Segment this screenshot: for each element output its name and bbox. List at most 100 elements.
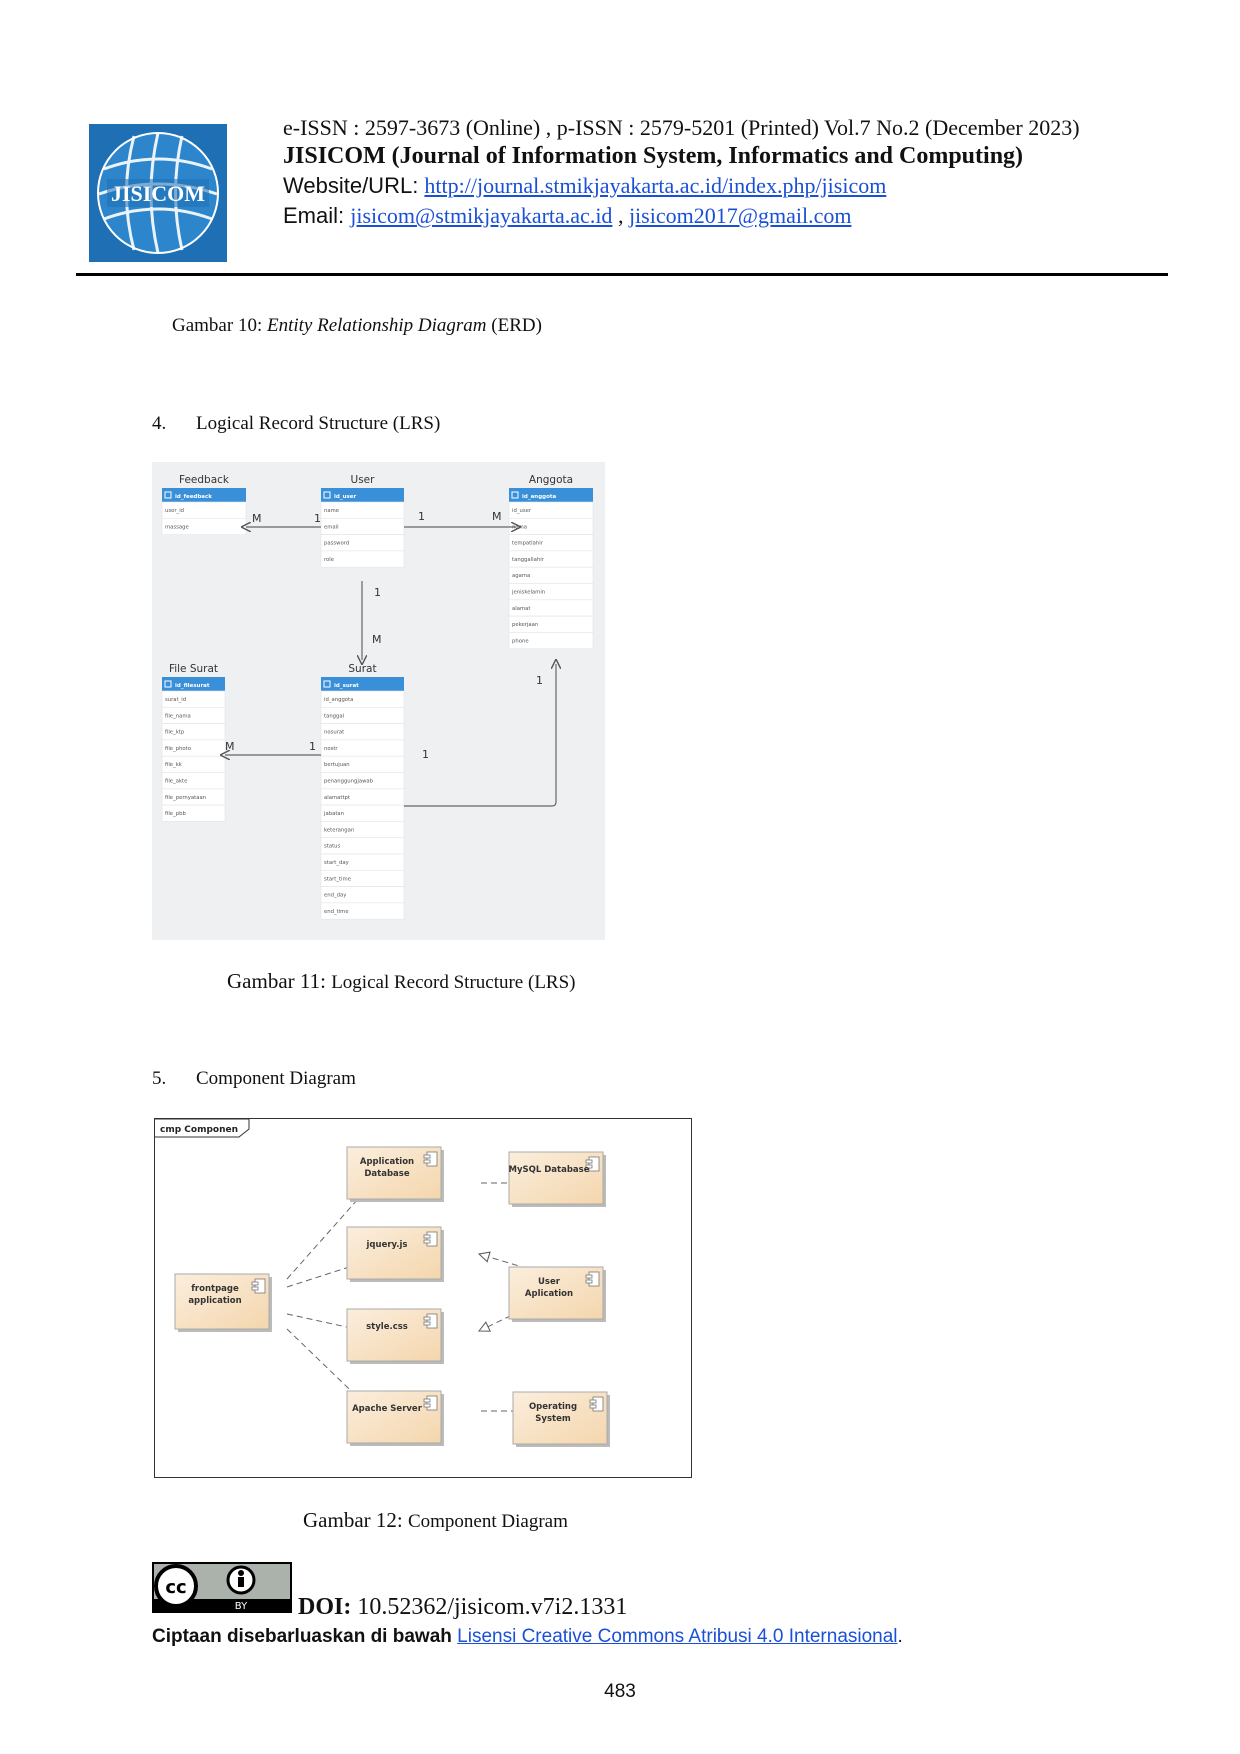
lrs-field-row [508, 632, 594, 649]
fig11-prefix: Gambar 11: [227, 969, 332, 993]
lrs-field: jabatan [323, 811, 344, 817]
lrs-field: jeniskelamin [511, 590, 545, 596]
lrs-key-field: id_filesurat [175, 683, 210, 689]
lrs-table-title: Anggota [529, 474, 573, 486]
lrs-field: massage [165, 524, 189, 530]
website-label: Website/URL: [283, 173, 425, 198]
component-label: jquery.js [366, 1240, 408, 1250]
email-label: Email: [283, 203, 351, 228]
email-link-1[interactable]: jisicom@stmikjayakarta.ac.id [350, 203, 613, 228]
email-link-2[interactable]: jisicom2017@gmail.com [628, 203, 852, 228]
lrs-field: end_day [324, 893, 346, 899]
cc-symbol: cc [165, 1577, 186, 1598]
journal-title: JISICOM (Journal of Information System, … [283, 143, 1024, 169]
connector-surat-anggota [404, 664, 556, 807]
component-label: Apache Server [352, 1404, 423, 1414]
component-mysql: MySQL Database [508, 1151, 606, 1207]
component-label: style.css [366, 1322, 408, 1332]
lrs-field: file_akte [165, 779, 187, 785]
lrs-field: tanggal [324, 713, 344, 719]
lrs-key-field: id_user [334, 494, 356, 500]
card-file-surat-m: M [225, 740, 235, 753]
lrs-field: status [324, 844, 341, 850]
issn-line: e-ISSN : 2597-3673 (Online) , p-ISSN : 2… [283, 115, 1080, 140]
figure-10-caption: Gambar 10: Entity Relationship Diagram (… [172, 315, 542, 337]
component-icon [423, 1313, 438, 1329]
lrs-diagram: Feedbackid_feedbackuser_idmassageUserid_… [152, 462, 605, 940]
component-style: style.css [346, 1308, 444, 1364]
lrs-table-header [509, 488, 593, 502]
lrs-field: nosurat [324, 730, 344, 736]
card-user-surat-m: M [372, 633, 382, 646]
lrs-field: email [324, 524, 339, 530]
card-feedback-user-m: M [252, 512, 262, 525]
lrs-field: penanggungjawab [324, 779, 374, 785]
lrs-field: phone [512, 638, 529, 644]
table-icon [511, 491, 519, 499]
email-line: Email: jisicom@stmikjayakarta.ac.id , ji… [283, 203, 851, 229]
lrs-field-row [320, 550, 405, 568]
lrs-field: password [324, 541, 349, 547]
lrs-field-row [320, 902, 405, 920]
lrs-field: file_ktp [165, 730, 185, 736]
email-separator: , [612, 203, 629, 228]
by-label: BY [235, 1601, 248, 1612]
lrs-field: id_user [512, 508, 532, 514]
lrs-field: role [324, 557, 334, 563]
lrs-field: pekerjaan [512, 622, 538, 628]
lrs-field: start_day [324, 860, 349, 866]
card-user-anggota-1: 1 [418, 510, 425, 523]
website-link[interactable]: http://journal.stmikjayakarta.ac.id/inde… [424, 173, 887, 198]
component-apache: Apache Server [346, 1390, 444, 1446]
lrs-field: file_pbb [165, 811, 186, 817]
fig12-title: Component Diagram [407, 1511, 568, 1532]
lrs-table-header [321, 677, 404, 691]
table-icon [323, 680, 331, 688]
lrs-field: keterangan [324, 827, 354, 833]
license-link[interactable]: Lisensi Creative Commons Atribusi 4.0 In… [457, 1626, 898, 1647]
component-icon [423, 1395, 438, 1411]
cc-by-license-badge[interactable]: cc BY [152, 1562, 292, 1613]
table-icon [323, 491, 331, 499]
dep-frontpage-appdb [286, 1181, 374, 1280]
section-4-title: Logical Record Structure (LRS) [196, 413, 441, 434]
component-icon [585, 1156, 600, 1172]
frame-tab [155, 1119, 250, 1138]
card-surat-anggota-1b: 1 [536, 674, 543, 687]
table-icon [164, 491, 172, 499]
fig12-prefix: Gambar 12: [303, 1508, 408, 1532]
website-line: Website/URL: http://journal.stmikjayakar… [283, 173, 886, 199]
lrs-field: user_id [165, 508, 184, 514]
lrs-table-title: User [351, 474, 376, 486]
card-user-anggota-m: M [492, 510, 502, 523]
figure-11-caption: Gambar 11: Logical Record Structure (LRS… [227, 969, 576, 994]
lrs-table-header [321, 488, 404, 502]
component-label: MySQL Database [509, 1165, 590, 1175]
lrs-key-field: id_feedback [175, 494, 212, 500]
license-text: Ciptaan disebarluaskan di bawah [152, 1626, 458, 1647]
section-5-title: Component Diagram [196, 1068, 356, 1089]
lrs-key-field: id_anggota [522, 494, 556, 500]
fig10-suffix: (ERD) [486, 315, 542, 336]
lrs-field: start_time [324, 876, 351, 882]
lrs-field: bertujuan [324, 762, 350, 768]
journal-logo: JISICOM [89, 124, 227, 262]
lrs-field: nostr [324, 746, 338, 752]
lrs-key-field: id_surat [334, 683, 359, 689]
lrs-field: id_anggota [324, 697, 353, 703]
lrs-field: surat_id [165, 697, 186, 703]
doi-value[interactable]: 10.52362/jisicom.v7i2.1331 [351, 1594, 628, 1620]
component-icon [585, 1271, 600, 1287]
card-surat-anggota-1a: 1 [422, 748, 429, 761]
doi-line: DOI: 10.52362/jisicom.v7i2.1331 [298, 1594, 627, 1621]
lrs-table-surat: Suratid_suratid_anggotatanggalnosuratnos… [320, 663, 405, 920]
lrs-field: alamat [512, 606, 530, 612]
